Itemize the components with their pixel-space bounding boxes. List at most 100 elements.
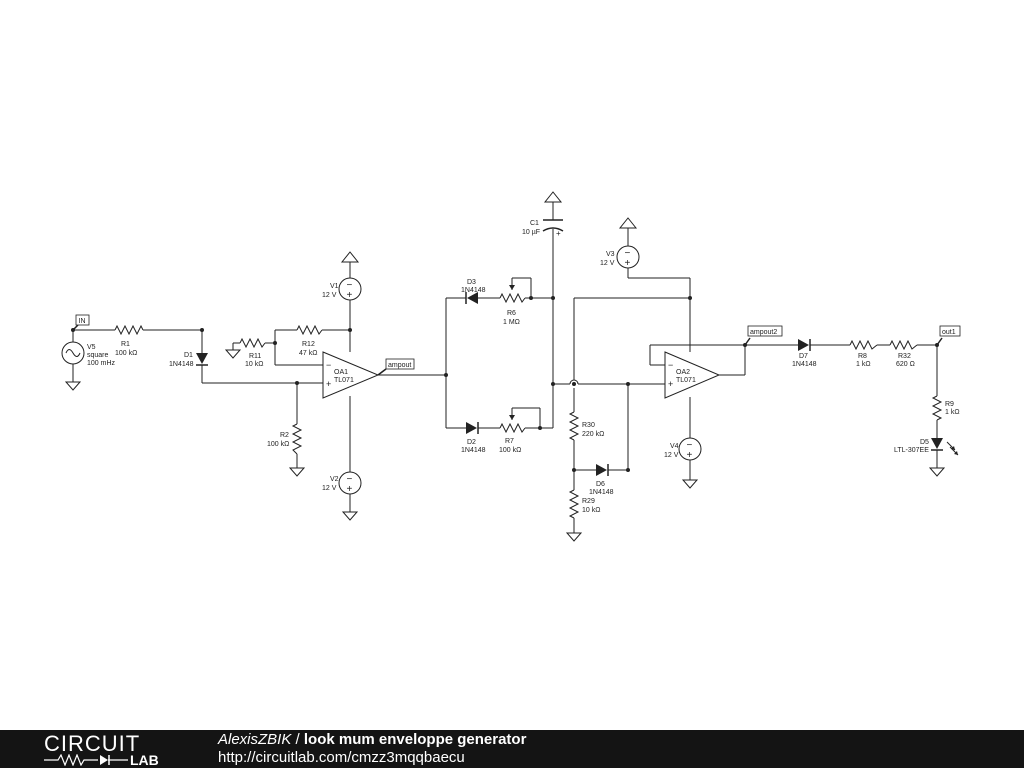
r9-symbol	[931, 395, 943, 421]
r11-symbol	[239, 337, 266, 349]
v5-type: square	[87, 352, 109, 359]
oa1-symbol	[322, 351, 380, 399]
d5-name: D5	[920, 439, 929, 446]
opamp-signs: − + − +	[326, 360, 673, 389]
d1-name: D1	[184, 352, 193, 359]
d7-value: 1N4148	[792, 361, 817, 368]
d7-name: D7	[799, 353, 808, 360]
v4-minus: −	[687, 440, 693, 451]
r12-value: 47 kΩ	[299, 350, 317, 357]
d3-value: 1N4148	[461, 287, 486, 294]
c1-symbol	[542, 219, 564, 232]
v1-minus: −	[347, 280, 353, 291]
logo-wave-icon	[44, 754, 128, 766]
v4-source	[678, 437, 702, 461]
r8-name: R8	[858, 353, 867, 360]
sources	[61, 245, 702, 495]
d5-led-symbol	[931, 438, 959, 456]
net-label-out1: out1	[942, 329, 956, 336]
v3-minus: −	[625, 248, 631, 259]
ground-symbols	[64, 343, 946, 542]
circuit-url[interactable]: http://circuitlab.com/cmzz3mqqbaecu	[218, 749, 465, 766]
net-label-ampout: ampout	[388, 362, 411, 369]
r11-value: 10 kΩ	[245, 361, 263, 368]
oa1-name: OA1	[334, 369, 348, 376]
r2-value: 100 kΩ	[267, 441, 289, 448]
r6-name: R6	[507, 310, 516, 317]
r1-name: R1	[121, 341, 130, 348]
r29-name: R29	[582, 498, 595, 505]
v3-plus: +	[625, 258, 631, 269]
footer-title-line: AlexisZBIK / look mum enveloppe generato…	[218, 731, 526, 749]
r32-symbol	[889, 339, 918, 351]
d3-name: D3	[467, 279, 476, 286]
d5-value: LTL-307EE	[894, 447, 929, 454]
c1-value: 10 µF	[522, 229, 540, 236]
author-link[interactable]: AlexisZBIK	[218, 731, 292, 748]
circuit-schematic: − + − + − + − + + − + − + IN ampout	[61, 191, 961, 542]
oa1-value: TL071	[334, 377, 354, 384]
r6-symbol	[499, 292, 526, 304]
r32-name: R32	[898, 353, 911, 360]
d7-symbol	[798, 339, 811, 351]
r9-value: 1 kΩ	[945, 409, 960, 416]
v3-name: V3	[606, 251, 615, 258]
r29-value: 10 kΩ	[582, 507, 600, 514]
v5-name: V5	[87, 344, 96, 351]
v5-source	[61, 341, 85, 365]
supply-symbols	[340, 191, 638, 263]
title-separator: /	[291, 731, 304, 748]
d6-name: D6	[596, 481, 605, 488]
r30-value: 220 kΩ	[582, 431, 604, 438]
net-label-in: IN	[79, 318, 86, 325]
net-flag-ampout: ampout	[377, 358, 415, 376]
logo-text-circuit: CIRCUIT	[44, 731, 141, 756]
v1-plus: +	[347, 290, 353, 301]
oa2-minus: −	[668, 360, 673, 370]
v2-source	[338, 471, 362, 495]
r30-symbol	[568, 411, 580, 441]
pot-wipers	[509, 285, 515, 420]
wires	[72, 202, 938, 533]
source-signs: − + − + − + − + +	[347, 229, 693, 495]
d3-symbol	[465, 292, 478, 304]
oa2-name: OA2	[676, 369, 690, 376]
v5-value: 100 mHz	[87, 360, 116, 367]
r1-value: 100 kΩ	[115, 350, 137, 357]
d2-value: 1N4148	[461, 447, 486, 454]
v4-name: V4	[670, 443, 679, 450]
v1-value: 12 V	[322, 292, 337, 299]
r2-name: R2	[280, 432, 289, 439]
circuitlab-logo[interactable]: CIRCUIT LAB	[44, 731, 174, 768]
resistors	[114, 292, 943, 519]
net-flag-in: IN	[72, 314, 90, 331]
net-flags: IN ampout ampout2 out1	[72, 314, 961, 376]
r8-value: 1 kΩ	[856, 361, 871, 368]
r12-name: R12	[302, 341, 315, 348]
d6-value: 1N4148	[589, 489, 614, 496]
v4-value: 12 V	[664, 452, 679, 459]
net-flag-out1: out1	[936, 325, 961, 346]
v3-value: 12 V	[600, 260, 615, 267]
v1-name: V1	[330, 283, 339, 290]
diodes	[196, 292, 959, 476]
r8-symbol	[849, 339, 878, 351]
d2-name: D2	[467, 439, 476, 446]
circuit-title: look mum enveloppe generator	[303, 731, 527, 748]
logo-text-lab: LAB	[130, 752, 159, 768]
net-label-ampout2: ampout2	[750, 329, 777, 336]
v2-value: 12 V	[322, 485, 337, 492]
d1-symbol	[196, 353, 208, 366]
oa1-minus: −	[326, 360, 331, 370]
r30-name: R30	[582, 422, 595, 429]
r2-symbol	[291, 423, 303, 455]
footer-bar	[0, 730, 1024, 768]
v1-source	[338, 277, 362, 301]
v2-minus: −	[347, 474, 353, 485]
v4-plus: +	[687, 450, 693, 461]
r32-value: 620 Ω	[896, 361, 915, 368]
d6-symbol	[596, 464, 609, 476]
oa1-plus: +	[326, 379, 331, 389]
opamps	[322, 351, 721, 399]
d1-value: 1N4148	[169, 361, 194, 368]
